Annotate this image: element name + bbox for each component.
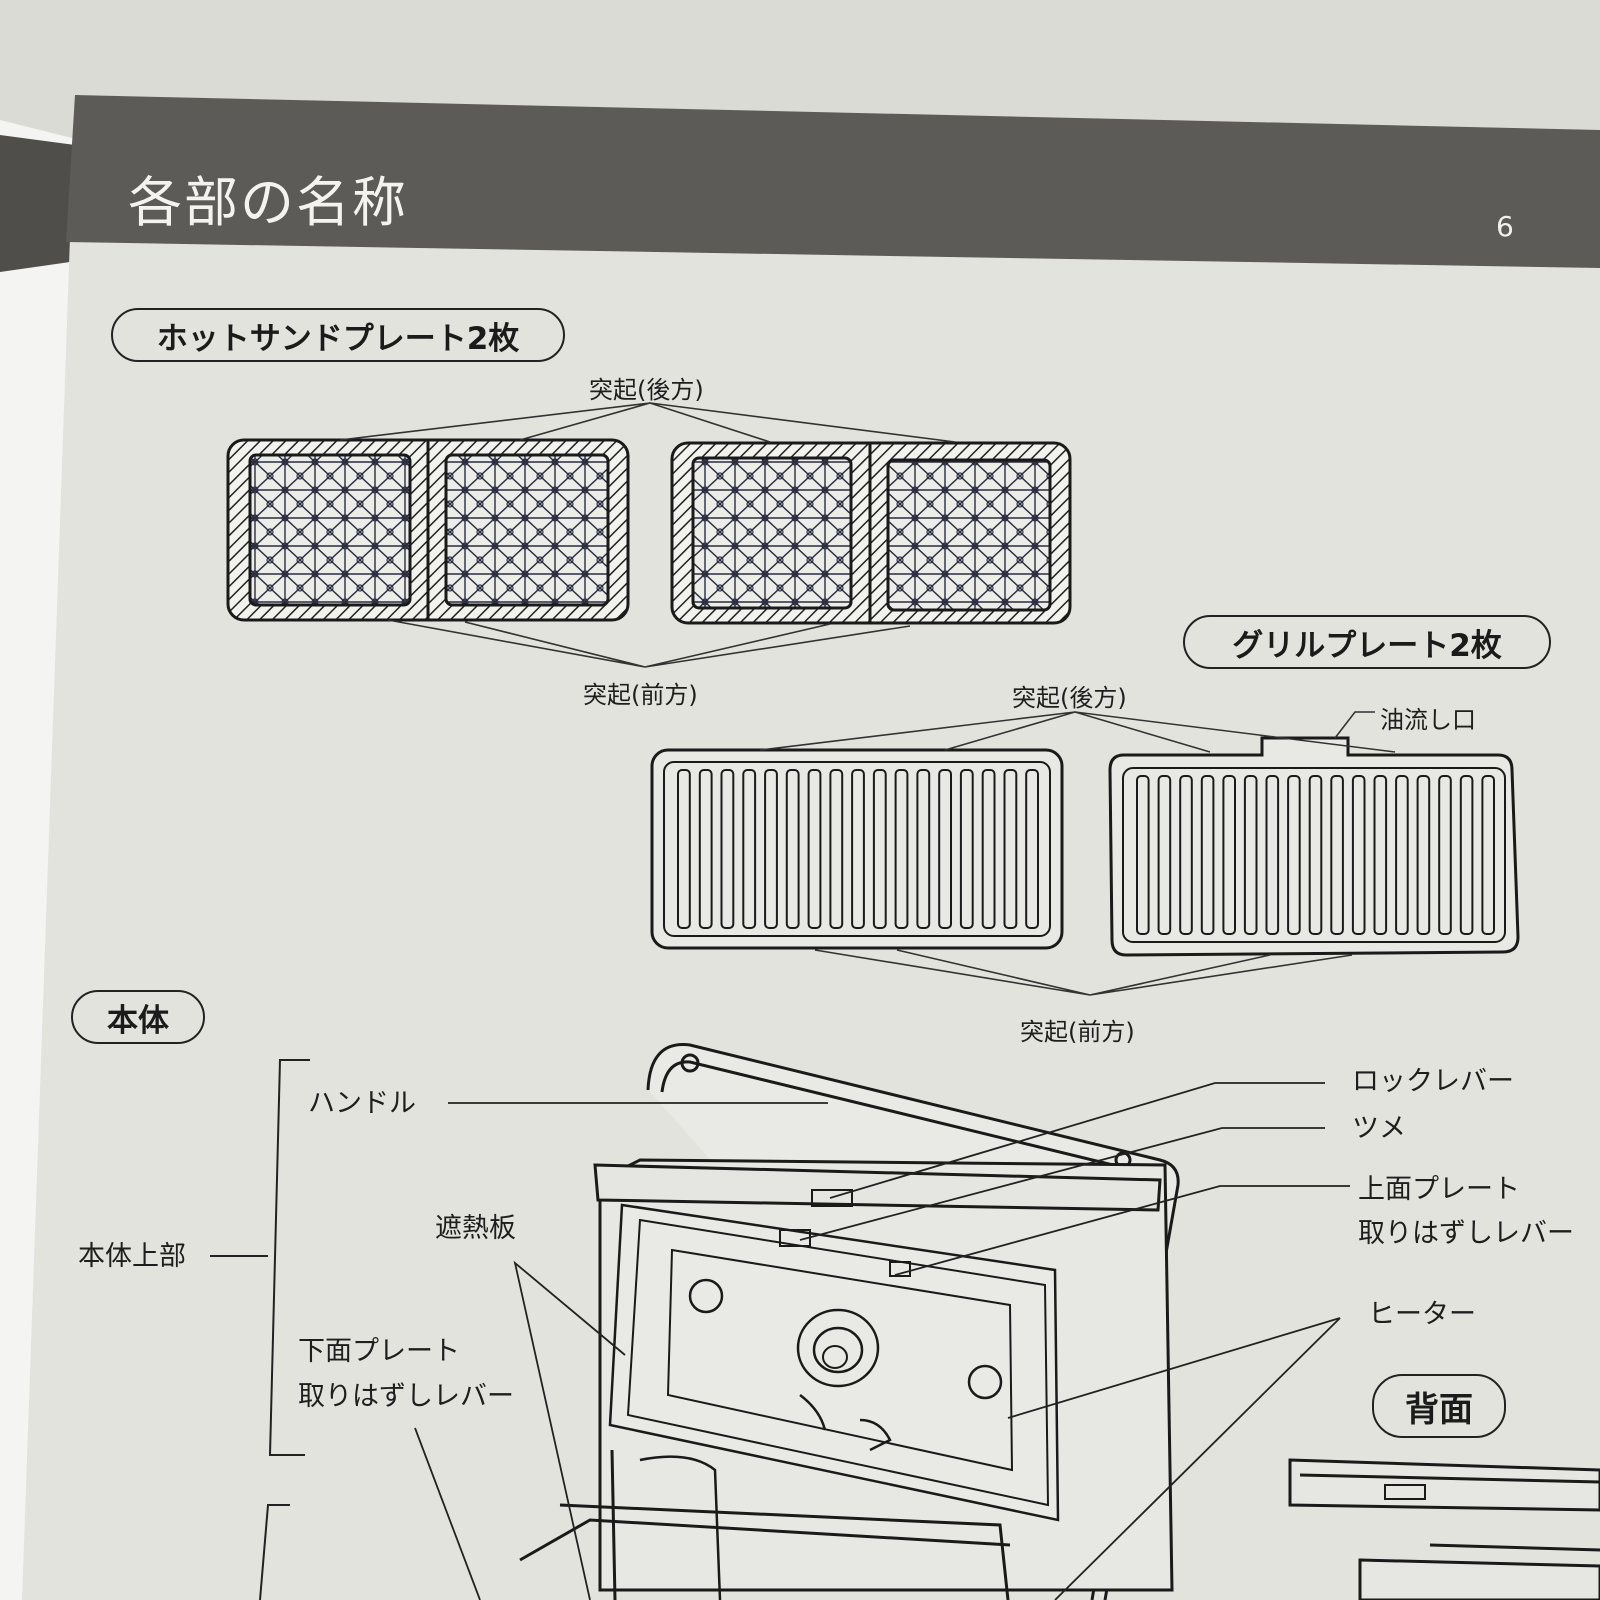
grill-rib — [1351, 775, 1366, 935]
label-heat-shield: 遮熱板 — [435, 1213, 516, 1244]
body-leaders — [414, 1082, 1350, 1600]
grill-rib — [1222, 775, 1237, 935]
label-claw: ツメ — [1352, 1113, 1406, 1144]
label-lock-lever: ロックレバー — [1352, 1066, 1514, 1097]
grill-rear-label: 突起(後方) — [1012, 684, 1127, 712]
grill-rib — [1287, 775, 1301, 935]
hot-sand-front-label: 突起(前方) — [583, 681, 698, 709]
grill-rib — [720, 769, 735, 929]
grill-section-title: グリルプレート2枚 — [1183, 615, 1551, 669]
grill-rib — [1200, 775, 1215, 935]
hot-sand-plate-left — [226, 438, 630, 622]
grill-rib — [894, 769, 909, 929]
grill-rib — [1003, 769, 1018, 929]
grill-rib — [698, 769, 713, 929]
grill-rib — [742, 769, 757, 929]
label-upper-release-1: 上面プレート — [1358, 1174, 1520, 1205]
label-lower-release-2: 取りはずしレバー — [298, 1381, 514, 1412]
grill-rib — [785, 769, 800, 929]
grill-rib — [959, 769, 974, 929]
grill-rib — [938, 769, 953, 929]
grill-rib — [764, 769, 778, 929]
grill-rib — [1438, 775, 1452, 935]
label-lower-release-1: 下面プレート — [298, 1336, 460, 1367]
grill-rib — [1459, 775, 1474, 935]
body-section-title: 本体 — [71, 990, 205, 1044]
hot-sand-section-title: ホットサンドプレート2枚 — [111, 308, 565, 362]
page-title: 各部の名称 — [128, 171, 408, 234]
grill-drain-label: 油流し口 — [1380, 706, 1476, 734]
grill-rib — [677, 769, 691, 929]
grill-rib — [1373, 775, 1388, 935]
label-heater: ヒーター — [1368, 1299, 1476, 1330]
grill-rib — [1157, 775, 1172, 935]
grill-rib — [1025, 769, 1039, 929]
grill-rib — [1265, 775, 1280, 935]
appliance-body — [519, 1043, 1600, 1600]
grill-front-label: 突起(前方) — [1020, 1018, 1135, 1046]
back-view-title: 背面 — [1372, 1374, 1506, 1438]
grill-rib — [1179, 775, 1193, 935]
grill-rib — [1481, 775, 1496, 935]
grill-rib — [872, 769, 887, 929]
grill-rib — [807, 769, 822, 929]
body-upper-bracket — [210, 1059, 310, 1600]
grill-rib — [916, 769, 931, 929]
grill-rib — [1416, 775, 1431, 935]
grill-rib — [829, 769, 844, 929]
label-body-upper: 本体上部 — [78, 1241, 186, 1272]
grill-plate-left — [650, 748, 1064, 950]
grill-rib — [1308, 775, 1323, 935]
hot-sand-plate-right — [670, 441, 1072, 625]
grill-rib — [851, 769, 865, 929]
hot-sand-rear-label: 突起(後方) — [589, 376, 704, 404]
grill-rib — [1243, 775, 1258, 935]
label-upper-release-2: 取りはずしレバー — [1358, 1218, 1574, 1249]
hot-sand-leaders — [339, 402, 956, 668]
page-number: 6 — [1496, 210, 1514, 243]
label-handle: ハンドル — [308, 1088, 416, 1119]
grill-plate-right — [1108, 736, 1520, 957]
grill-leaders — [759, 711, 1396, 996]
grill-rib — [1330, 775, 1344, 935]
grill-rib — [1395, 775, 1409, 935]
grill-rib — [1136, 775, 1150, 935]
grill-rib — [981, 769, 996, 929]
